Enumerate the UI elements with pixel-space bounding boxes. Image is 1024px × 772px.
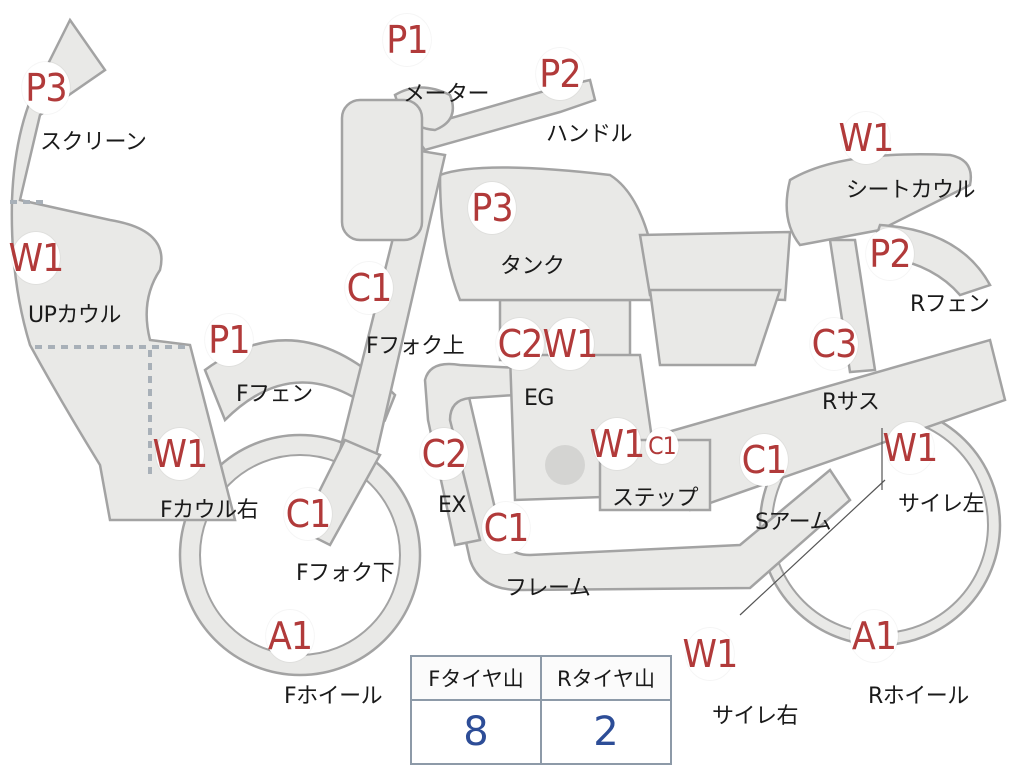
r-fender-code-badge: P2 bbox=[866, 228, 914, 280]
seat-cowl-shape bbox=[785, 153, 973, 247]
r-wheel-label: Rホイール bbox=[868, 684, 969, 709]
eg-w1-code-badge: W1 bbox=[543, 318, 598, 370]
step-c1-code-badge: C1 bbox=[645, 428, 679, 464]
tank-code-badge: P3 bbox=[468, 182, 516, 234]
silencer-right-label: サイレ右 bbox=[712, 704, 799, 729]
silencer-left-code-badge: W1 bbox=[883, 422, 938, 474]
frame-code-badge: C1 bbox=[482, 502, 530, 554]
f-fork-upper-label: Fフォク上 bbox=[366, 334, 465, 359]
eg-label: EG bbox=[524, 386, 554, 411]
rear-tire-header: Rタイヤ山 bbox=[542, 657, 670, 701]
frame-label: フレーム bbox=[505, 576, 591, 601]
f-fender-code-badge: P1 bbox=[205, 314, 253, 366]
silencer-left-label: サイレ左 bbox=[898, 492, 985, 517]
front-fender-shape bbox=[203, 339, 397, 423]
seat-shape bbox=[638, 230, 792, 302]
front-tire-header: Fタイヤ山 bbox=[412, 657, 542, 701]
f-fork-upper-code-badge: C1 bbox=[345, 262, 393, 314]
f-cowl-right-label: Fカウル右 bbox=[160, 498, 259, 523]
step-label: ステップ bbox=[612, 486, 699, 511]
handle-code-badge: P2 bbox=[536, 48, 584, 100]
up-cowl-code-badge: W1 bbox=[9, 232, 64, 284]
screen-code-badge: P3 bbox=[22, 62, 70, 114]
meter-label: メーター bbox=[403, 82, 490, 107]
seat-cowl-label: シートカウル bbox=[846, 178, 976, 203]
handle-label: ハンドル bbox=[546, 122, 633, 147]
f-wheel-label: Fホイール bbox=[284, 684, 383, 709]
f-fork-lower-label: Fフォク下 bbox=[296, 561, 395, 586]
f-fender-label: Fフェン bbox=[236, 382, 313, 407]
r-fender-label: Rフェン bbox=[910, 292, 990, 317]
up-cowl-label: UPカウル bbox=[28, 303, 121, 328]
meter-code-badge: P1 bbox=[383, 14, 431, 66]
headlight-shape bbox=[340, 98, 424, 242]
tire-tread-table: Fタイヤ山 Rタイヤ山 8 2 bbox=[410, 655, 672, 765]
f-wheel-code-badge: A1 bbox=[266, 610, 314, 662]
ex-code-badge: C2 bbox=[420, 428, 468, 480]
rear-tire-value: 2 bbox=[593, 709, 619, 755]
r-wheel-code-badge: A1 bbox=[850, 610, 898, 662]
step-w1-code-badge: W1 bbox=[590, 418, 645, 470]
r-sus-code-badge: C3 bbox=[810, 318, 858, 370]
tank-label: タンク bbox=[500, 254, 565, 279]
screen-label: スクリーン bbox=[40, 130, 147, 155]
eg-c2-code-badge: C2 bbox=[496, 318, 544, 370]
s-arm-code-badge: C1 bbox=[740, 434, 788, 486]
r-sus-label: Rサス bbox=[822, 390, 880, 415]
s-arm-label: Sアーム bbox=[755, 510, 832, 535]
seat-cowl-code-badge: W1 bbox=[839, 112, 894, 164]
ex-label: EX bbox=[438, 493, 466, 518]
silencer-right-code-badge: W1 bbox=[683, 628, 738, 680]
upper-cowl-shape bbox=[10, 17, 237, 522]
front-tire-value: 8 bbox=[412, 701, 542, 763]
f-cowl-right-code-badge: W1 bbox=[153, 428, 208, 480]
f-fork-lower-code-badge: C1 bbox=[284, 488, 332, 540]
